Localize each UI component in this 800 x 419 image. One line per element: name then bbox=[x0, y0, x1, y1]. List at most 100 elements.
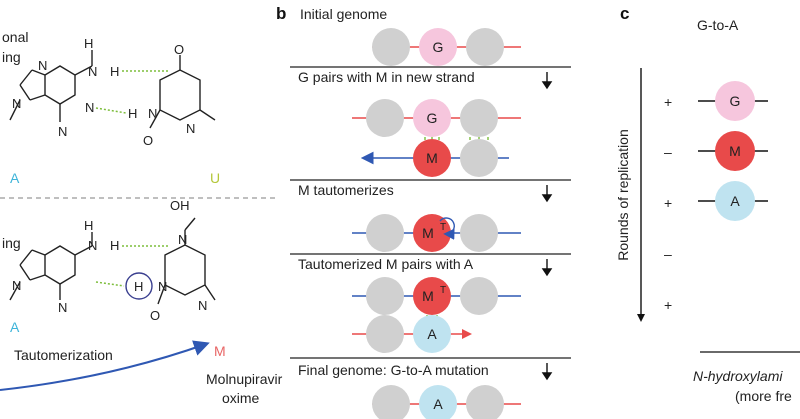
base-grey bbox=[460, 277, 498, 315]
hydrogen-bond bbox=[95, 107, 127, 114]
base-g-label: G bbox=[427, 110, 438, 126]
base-grey bbox=[366, 277, 404, 315]
atom-n: N bbox=[85, 100, 94, 115]
panel-c-bottom-text-2: (more fre bbox=[735, 388, 792, 404]
base-a bbox=[715, 181, 755, 221]
base-grey bbox=[372, 28, 410, 66]
base-m bbox=[715, 131, 755, 171]
panel-b: b Initial genome G pairs with M in new s… bbox=[276, 4, 571, 419]
panel-c: c G-to-A Rounds of replication + – + – +… bbox=[615, 4, 800, 404]
step-title-3: M tautomerizes bbox=[298, 182, 394, 198]
uracil-structure-top bbox=[149, 55, 216, 129]
panel-a-bottom-fragment: ing bbox=[2, 235, 21, 251]
atom-n: N bbox=[148, 106, 157, 121]
base-grey bbox=[366, 214, 404, 252]
step-title-1: Initial genome bbox=[300, 6, 387, 22]
sign-plus: + bbox=[664, 195, 672, 211]
atom-n: N bbox=[88, 64, 97, 79]
base-grey bbox=[466, 28, 504, 66]
base-g-label: G bbox=[433, 39, 444, 55]
base-g bbox=[419, 28, 457, 66]
base-grey bbox=[366, 99, 404, 137]
sign-plus: + bbox=[664, 94, 672, 110]
base-grey bbox=[372, 385, 410, 419]
atom-n: N bbox=[178, 232, 187, 247]
atom-n: N bbox=[198, 298, 207, 313]
base-m bbox=[413, 139, 451, 177]
molnupiravir-label-2: oxime bbox=[222, 390, 260, 406]
step-title-2: G pairs with M in new strand bbox=[298, 69, 475, 85]
molnupiravir-label-1: Molnupiravir bbox=[206, 371, 283, 387]
panel-a-bottom-right-label: M bbox=[214, 343, 226, 359]
atom-o: O bbox=[150, 308, 160, 323]
atom-h: H bbox=[128, 106, 137, 121]
base-mt bbox=[413, 277, 451, 315]
step-arrow-icons bbox=[541, 72, 553, 381]
atom-h: H bbox=[134, 279, 143, 294]
panel-a-top-fragment-1: onal bbox=[2, 29, 28, 45]
atom-o: O bbox=[174, 42, 184, 57]
panel-a-top-right-label: U bbox=[210, 170, 220, 186]
atom-o: O bbox=[143, 133, 153, 148]
atom-h: H bbox=[110, 64, 119, 79]
adenine-structure-top bbox=[9, 50, 93, 122]
base-mt bbox=[413, 214, 451, 252]
base-a-label: A bbox=[730, 193, 740, 209]
atom-n: N bbox=[12, 278, 21, 293]
panel-b-letter: b bbox=[276, 4, 286, 23]
base-mt-label: M bbox=[422, 225, 434, 241]
base-mt-label: M bbox=[422, 288, 434, 304]
atom-h: H bbox=[84, 36, 93, 51]
step-separators bbox=[290, 66, 571, 359]
atom-n: N bbox=[88, 238, 97, 253]
sign-minus: – bbox=[664, 246, 672, 262]
base-mt-superscript: T bbox=[440, 285, 446, 296]
panel-a-top-fragment-2: ing bbox=[2, 49, 21, 65]
atom-n: N bbox=[58, 300, 67, 315]
panel-c-bottom-text-1: N-hydroxylami bbox=[693, 368, 783, 384]
base-a bbox=[413, 315, 451, 353]
base-mt-superscript: T bbox=[440, 222, 446, 233]
tautomerization-label: Tautomerization bbox=[14, 347, 113, 363]
replication-axis-arrowhead bbox=[637, 314, 645, 322]
atom-n: N bbox=[38, 58, 47, 73]
atom-n: N bbox=[158, 279, 167, 294]
panel-a: onal ing N N H N H N N O H N bbox=[0, 29, 283, 406]
base-a bbox=[419, 385, 457, 419]
base-g-label: G bbox=[730, 93, 741, 109]
base-g bbox=[413, 99, 451, 137]
sign-minus: – bbox=[664, 144, 672, 160]
atom-n: N bbox=[58, 124, 67, 139]
hydrogen-bond bbox=[95, 281, 125, 287]
panel-c-title: G-to-A bbox=[697, 17, 739, 33]
base-m-label: M bbox=[729, 143, 741, 159]
base-g bbox=[715, 81, 755, 121]
strand-red-arrowhead bbox=[462, 329, 472, 339]
base-grey bbox=[460, 139, 498, 177]
atom-h: H bbox=[110, 238, 119, 253]
molnupiravir-oxime-structure bbox=[157, 217, 216, 305]
base-grey bbox=[466, 385, 504, 419]
step-title-4: Tautomerized M pairs with A bbox=[298, 256, 474, 272]
base-grey bbox=[366, 315, 404, 353]
base-m-label: M bbox=[426, 150, 438, 166]
replication-axis-label: Rounds of replication bbox=[615, 129, 631, 261]
step-title-5: Final genome: G-to-A mutation bbox=[298, 362, 489, 378]
atom-n: N bbox=[186, 121, 195, 136]
tautomerize-loop-icon bbox=[439, 217, 455, 240]
base-a-label: A bbox=[427, 326, 437, 342]
sign-plus: + bbox=[664, 297, 672, 313]
atom-oh: OH bbox=[170, 198, 190, 213]
atom-n: N bbox=[12, 96, 21, 111]
atom-h: H bbox=[84, 218, 93, 233]
panel-a-top-left-label: A bbox=[10, 170, 20, 186]
highlighted-proton bbox=[125, 272, 153, 300]
base-grey bbox=[460, 214, 498, 252]
base-grey bbox=[460, 99, 498, 137]
adenine-structure-bottom bbox=[9, 232, 93, 301]
base-a-label: A bbox=[433, 396, 443, 412]
panel-a-bottom-left-label: A bbox=[10, 319, 20, 335]
tautomerization-arrow bbox=[0, 340, 210, 391]
panel-c-letter: c bbox=[620, 4, 629, 23]
